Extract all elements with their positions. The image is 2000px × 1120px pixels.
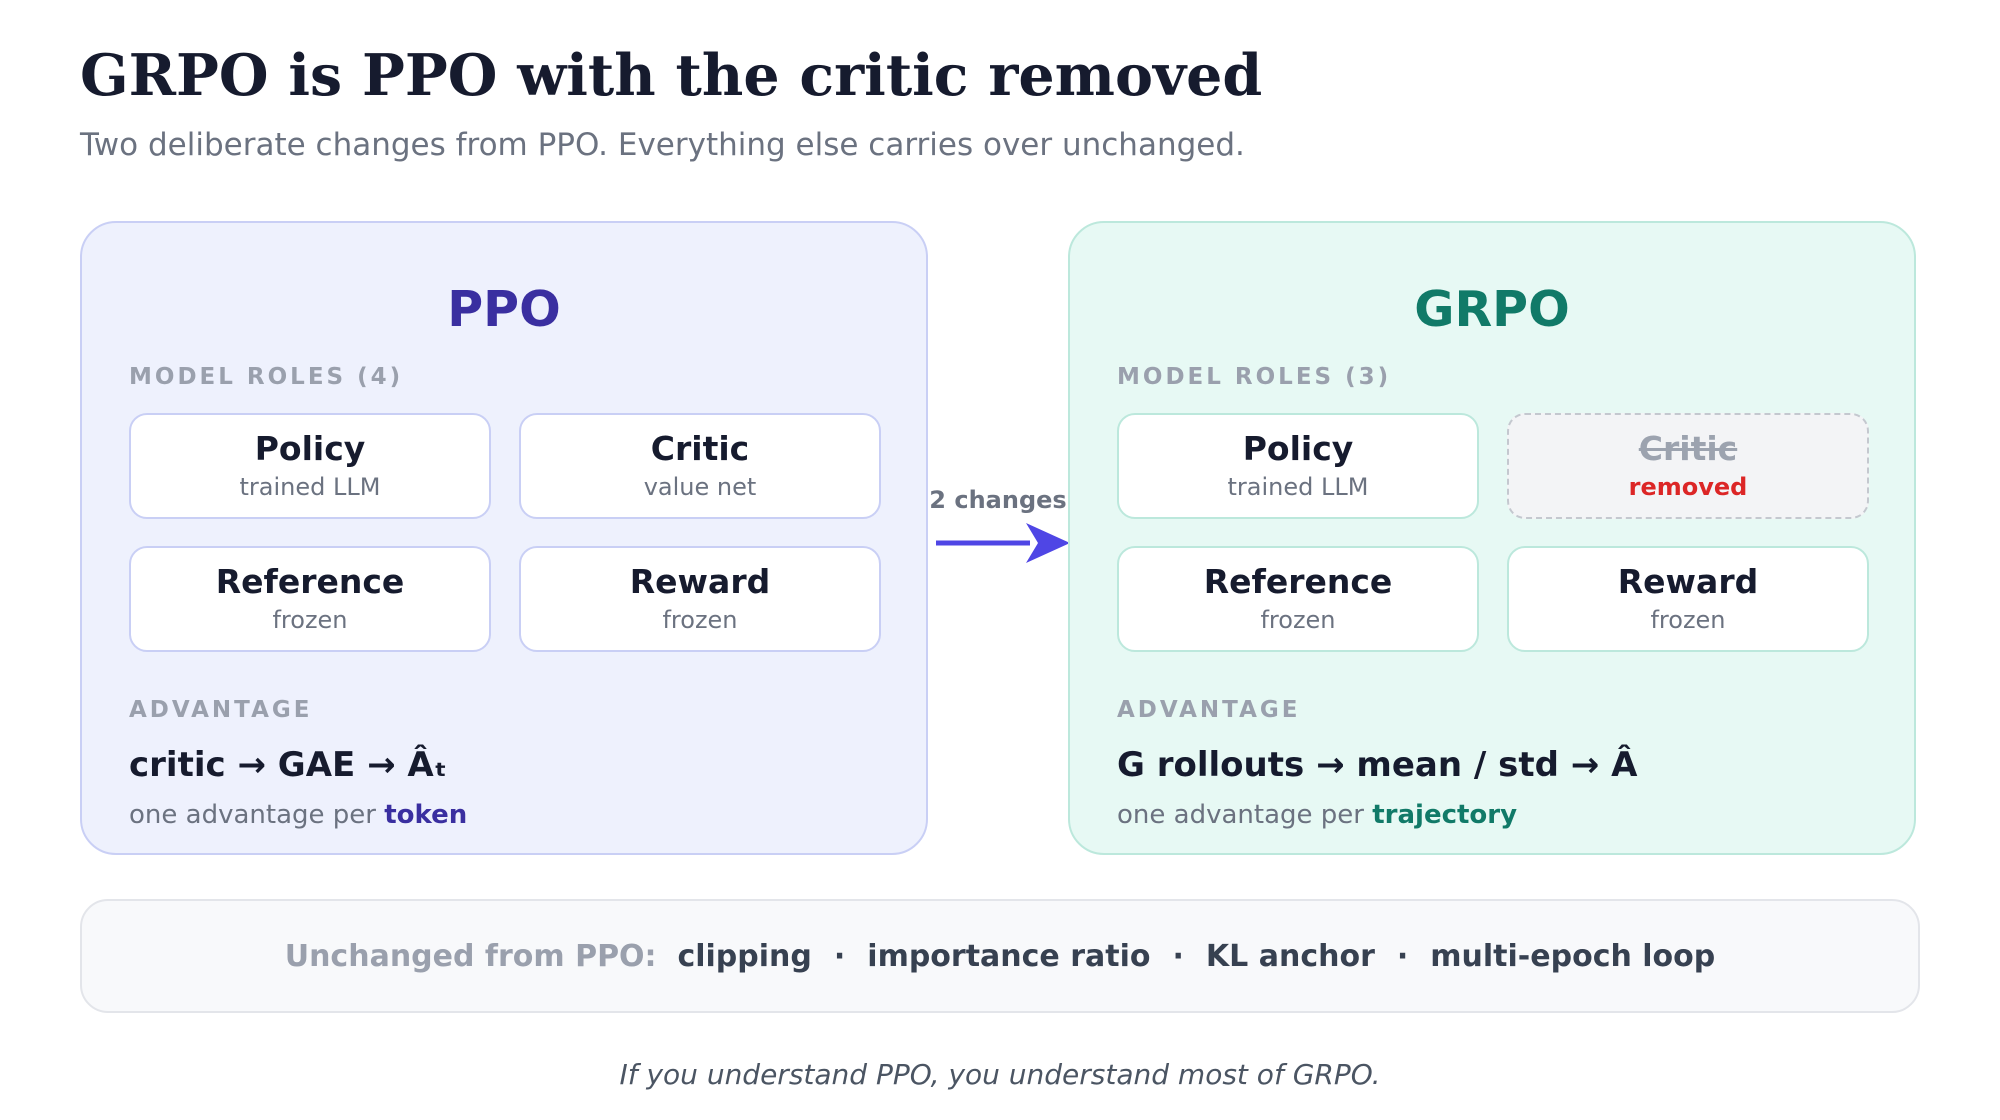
role-name: Reference [1203,562,1393,601]
granularity-prefix: one advantage per [129,800,385,830]
removed-badge: removed [1628,473,1748,501]
ppo-roles-label: MODEL ROLES (4) [129,364,404,390]
granularity-unit: trajectory [1372,800,1518,830]
grpo-title: GRPO [1414,281,1570,338]
role-desc: frozen [272,606,348,634]
grpo-panel: GRPO MODEL ROLES (3) Policy trained LLM … [1068,221,1916,855]
ppo-role-policy: Policy trained LLM [129,413,491,519]
unchanged-item: importance ratio [867,939,1151,974]
ppo-panel: PPO MODEL ROLES (4) Policy trained LLM C… [80,221,928,855]
unchanged-item: multi-epoch loop [1430,939,1716,974]
grpo-role-reference: Reference frozen [1117,546,1479,652]
role-name: Reward [629,562,771,601]
unchanged-line: Unchanged from PPO: clipping · importance … [82,939,1918,974]
unchanged-item: KL anchor [1205,939,1375,974]
page-subtitle: Two deliberate changes from PPO. Everyth… [80,127,1245,163]
ppo-role-reward: Reward frozen [519,546,881,652]
role-desc: frozen [1650,606,1726,634]
separator: · [1172,939,1184,974]
role-name: Policy [254,429,366,468]
role-desc: frozen [662,606,738,634]
ppo-title: PPO [447,281,561,338]
ppo-advantage-granularity: one advantage per token [129,800,467,830]
right-arrow-icon [936,523,1070,563]
role-name: Reference [215,562,405,601]
role-name: Critic [650,429,750,468]
unchanged-summary: Unchanged from PPO: clipping · importance … [80,899,1920,1013]
grpo-roles-label: MODEL ROLES (3) [1117,364,1392,390]
grpo-role-reward: Reward frozen [1507,546,1869,652]
role-desc: frozen [1260,606,1336,634]
granularity-prefix: one advantage per [1117,800,1373,830]
ppo-role-critic: Critic value net [519,413,881,519]
unchanged-item: clipping [677,939,812,974]
grpo-advantage-label: ADVANTAGE [1117,697,1301,723]
grpo-role-policy: Policy trained LLM [1117,413,1479,519]
grpo-advantage-granularity: one advantage per trajectory [1117,800,1517,830]
page-title: GRPO is PPO with the critic removed [80,42,1263,109]
grpo-advantage-formula: G rollouts → mean / std → Â [1117,745,1638,785]
ppo-role-reference: Reference frozen [129,546,491,652]
granularity-unit: token [384,800,468,830]
role-desc: value net [643,473,757,501]
role-name: Reward [1617,562,1759,601]
role-name: Policy [1242,429,1354,468]
tagline: If you understand PPO, you understand mo… [619,1058,1381,1091]
changes-label: 2 changes [929,486,1067,514]
role-desc: trained LLM [1227,473,1369,501]
separator: · [833,939,846,974]
role-name: Critic [1638,429,1738,468]
grpo-role-critic-removed: Critic removed [1507,413,1869,519]
ppo-advantage-formula: critic → GAE → Âₜ [129,745,447,785]
separator: · [1396,939,1409,974]
role-desc: trained LLM [239,473,381,501]
ppo-advantage-label: ADVANTAGE [129,697,313,723]
unchanged-label: Unchanged from PPO: [284,939,657,974]
